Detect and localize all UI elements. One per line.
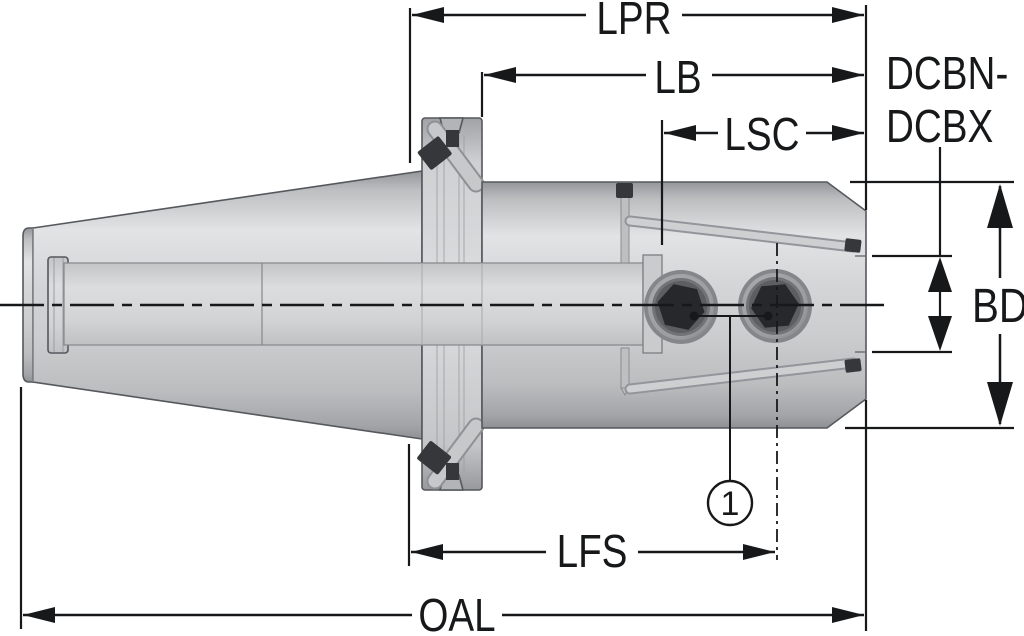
dimension-oal: OAL [19, 387, 868, 636]
dimension-lpr: LPR [408, 0, 868, 210]
arrow-left [484, 67, 516, 83]
label-lpr: LPR [596, 0, 671, 44]
channel-plug-top [844, 238, 862, 253]
groove-key-top [446, 130, 459, 147]
set-screw-1 [644, 270, 718, 344]
arrow-right [743, 544, 775, 560]
arrow-right [832, 125, 864, 141]
drive-key-top [417, 136, 452, 170]
arrow-up [987, 184, 1013, 228]
arrow-right [832, 607, 864, 623]
arrow-down [987, 382, 1013, 426]
callout-number: 1 [721, 485, 740, 523]
callout-circle [706, 479, 754, 527]
label-lb: LB [654, 52, 701, 103]
lock-pin-top-head [616, 183, 633, 198]
arrow-left [411, 544, 443, 560]
label-bd: BD [972, 280, 1024, 333]
arrow-left [23, 607, 55, 623]
leader-dot-2 [763, 311, 773, 321]
lock-pin-top [620, 196, 630, 264]
arrow-right [832, 67, 864, 83]
leader-dot-1 [689, 311, 699, 321]
label-dcbn: DCBN- [886, 48, 1008, 99]
arrow-left [412, 7, 444, 23]
dimension-lfs: LFS [407, 444, 775, 577]
dimension-lsc: LSC [660, 109, 864, 245]
arrow-down [928, 316, 952, 351]
arrow-up [928, 257, 952, 292]
channel-plug-bottom [844, 358, 862, 373]
arrow-right [832, 7, 864, 23]
label-dcbx: DCBX [886, 101, 993, 152]
dimension-lb: LB [480, 52, 864, 117]
dimension-dcbn-dcbx: DCBN- DCBX [872, 48, 1008, 354]
callout-1: 1 [689, 311, 773, 527]
arrow-left [664, 125, 696, 141]
label-lsc: LSC [724, 109, 799, 160]
drive-key-bottom [417, 441, 451, 475]
label-lfs: LFS [557, 526, 628, 577]
dimension-bd: BD [845, 180, 1024, 430]
label-oal: OAL [418, 590, 495, 636]
lock-pin-bottom [620, 347, 630, 389]
groove-key-bottom [446, 463, 459, 480]
